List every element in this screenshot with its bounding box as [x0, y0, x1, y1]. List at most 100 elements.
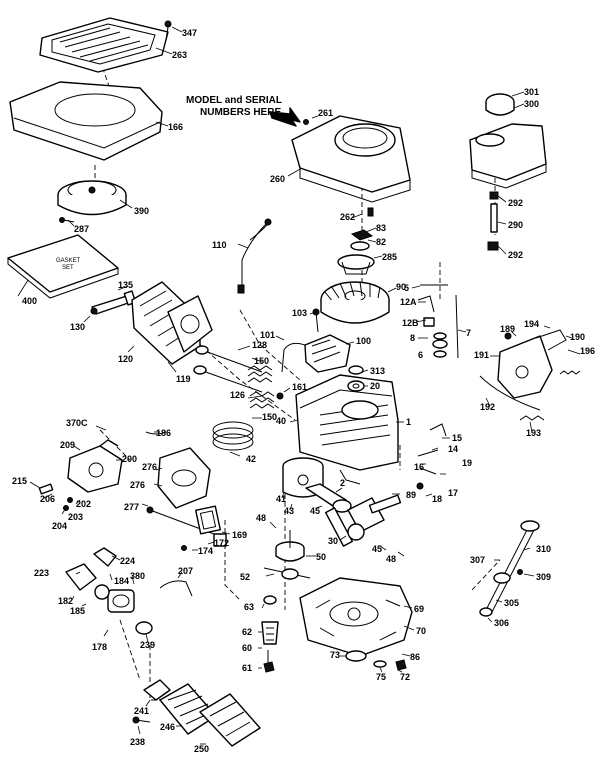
label-42: 42 — [246, 454, 256, 464]
flywheel-nut — [350, 229, 374, 251]
label-207: 207 — [178, 566, 193, 576]
label-166: 166 — [168, 122, 183, 132]
label-309: 309 — [536, 572, 551, 582]
label-161: 161 — [292, 382, 307, 392]
muffler-gasket-239 — [135, 621, 153, 635]
label-19: 19 — [462, 458, 472, 468]
label-184: 184 — [114, 576, 129, 586]
label-70: 70 — [416, 626, 426, 636]
label-313: 313 — [370, 366, 385, 376]
label-209: 209 — [60, 440, 75, 450]
label-69: 69 — [414, 604, 424, 614]
fuel-tank — [469, 123, 547, 189]
leader-lines — [17, 26, 581, 745]
seal-73 — [345, 650, 367, 662]
label-276b: 276 — [130, 480, 145, 490]
label-300: 300 — [524, 99, 539, 109]
screw-347 — [164, 20, 172, 41]
control-bracket — [497, 329, 567, 399]
carb-bowl-assembly — [65, 563, 135, 613]
crankshaft — [324, 494, 402, 547]
oil-pump-parts — [261, 595, 279, 673]
label-103: 103 — [292, 308, 307, 318]
label-7: 7 — [466, 328, 471, 338]
label-223: 223 — [34, 568, 49, 578]
label-292b: 292 — [508, 250, 523, 260]
ignition-lead — [237, 218, 272, 294]
screw-287 — [59, 217, 75, 223]
label-215: 215 — [12, 476, 27, 486]
label-50: 50 — [316, 552, 326, 562]
label-310: 310 — [536, 544, 551, 554]
label-12b: 12B — [402, 318, 419, 328]
label-15: 15 — [452, 433, 462, 443]
label-2: 2 — [340, 478, 345, 488]
seal-20 — [347, 380, 365, 392]
link-186 — [145, 431, 167, 435]
blower-housing — [291, 115, 411, 203]
oil-seal-313 — [348, 365, 364, 375]
label-5: 5 — [404, 283, 409, 293]
ignition-module — [281, 334, 351, 373]
gasket-set-package: GASKET SET — [7, 234, 119, 299]
governor-parts — [417, 284, 459, 359]
label-182: 182 — [58, 596, 73, 606]
part-labels: 347 263 166 390 287 400 135 130 120 119 … — [12, 28, 595, 754]
valve-springs — [247, 365, 284, 409]
label-241: 241 — [134, 706, 149, 716]
label-75: 75 — [376, 672, 386, 682]
label-62: 62 — [242, 627, 252, 637]
label-12a: 12A — [400, 297, 417, 307]
label-238: 238 — [130, 737, 145, 747]
label-174: 174 — [198, 546, 213, 556]
label-100: 100 — [356, 336, 371, 346]
oil-fill-tube — [479, 520, 540, 617]
label-261: 261 — [318, 108, 333, 118]
label-63: 63 — [244, 602, 254, 612]
label-196: 196 — [580, 346, 595, 356]
callout-line2: NUMBERS HERE — [200, 107, 281, 118]
label-400: 400 — [22, 296, 37, 306]
label-190: 190 — [570, 332, 585, 342]
label-292a: 292 — [508, 198, 523, 208]
label-307: 307 — [470, 555, 485, 565]
blower-housing-cover — [39, 17, 169, 73]
screw-262 — [367, 207, 374, 217]
label-82: 82 — [376, 237, 386, 247]
spark-plug — [90, 290, 137, 315]
piston-rings — [212, 421, 254, 451]
label-45b: 45 — [372, 544, 382, 554]
callout-line1: MODEL and SERIAL — [186, 95, 282, 106]
label-18: 18 — [432, 494, 442, 504]
rewind-starter — [57, 180, 127, 216]
label-290: 290 — [508, 220, 523, 230]
label-301: 301 — [524, 87, 539, 97]
label-239: 239 — [140, 640, 155, 650]
label-135: 135 — [118, 280, 133, 290]
engine-shroud — [9, 81, 163, 161]
intake-gaskets — [181, 505, 227, 551]
link-207 — [159, 580, 193, 597]
label-204: 204 — [52, 521, 67, 531]
label-45a: 45 — [310, 506, 320, 516]
label-172: 172 — [214, 538, 229, 548]
label-178: 178 — [92, 642, 107, 652]
label-101: 101 — [260, 330, 275, 340]
label-285: 285 — [382, 252, 397, 262]
label-41: 41 — [276, 494, 286, 504]
label-250: 250 — [194, 744, 209, 754]
cam-gear — [275, 530, 305, 562]
label-246: 246 — [160, 722, 175, 732]
screw-238 — [132, 716, 151, 724]
label-48a: 48 — [256, 513, 266, 523]
plug-75 — [373, 660, 387, 668]
air-filter — [157, 447, 211, 509]
label-83: 83 — [376, 223, 386, 233]
label-150b: 150 — [262, 412, 277, 422]
label-8: 8 — [410, 333, 415, 343]
label-43: 43 — [284, 506, 294, 516]
label-130: 130 — [70, 322, 85, 332]
label-276a: 276 — [142, 462, 157, 472]
label-224: 224 — [120, 556, 135, 566]
